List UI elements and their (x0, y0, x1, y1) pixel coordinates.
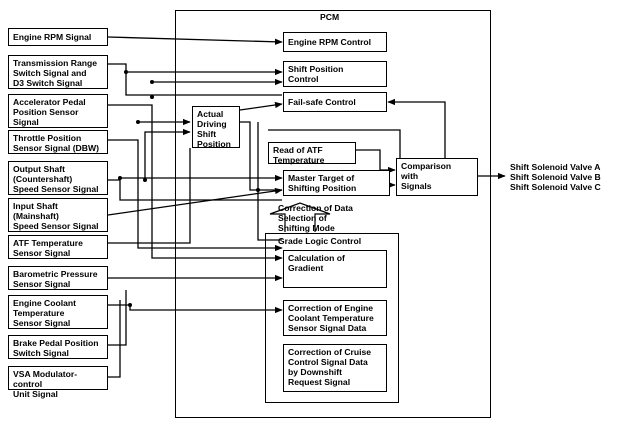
correction-of-data-label: Correction of Data Selection of Shifting… (278, 203, 353, 233)
input-transmission-range-signal: Transmission Range Switch Signal and D3 … (8, 55, 108, 89)
shift-solenoid-valve-b: Shift Solenoid Valve B (510, 172, 601, 182)
input-atf-temperature-label: ATF Temperature Sensor Signal (13, 238, 83, 258)
input-output-shaft-signal: Output Shaft (Countershaft) Speed Sensor… (8, 161, 108, 195)
master-target-label: Master Target of Shifting Position (288, 173, 357, 193)
correction-engine-coolant-block: Correction of Engine Coolant Temperature… (283, 300, 387, 336)
input-barometric-pressure-signal: Barometric Pressure Sensor Signal (8, 266, 108, 290)
engine-rpm-control-block: Engine RPM Control (283, 32, 387, 52)
shift-position-control-block: Shift Position Control (283, 61, 387, 87)
input-output-shaft-label: Output Shaft (Countershaft) Speed Sensor… (13, 164, 99, 194)
input-brake-pedal-label: Brake Pedal Position Switch Signal (13, 338, 99, 358)
calculation-of-gradient-block: Calculation of Gradient (283, 250, 387, 288)
input-brake-pedal-signal: Brake Pedal Position Switch Signal (8, 335, 108, 359)
master-target-block: Master Target of Shifting Position (283, 170, 390, 196)
input-barometric-pressure-label: Barometric Pressure Sensor Signal (13, 269, 98, 289)
input-accelerator-pedal-label: Accelerator Pedal Position Sensor Signal (13, 97, 86, 127)
input-throttle-position-label: Throttle Position Sensor Signal (DBW) (13, 133, 99, 153)
input-engine-coolant-signal: Engine Coolant Temperature Sensor Signal (8, 295, 108, 329)
input-engine-coolant-label: Engine Coolant Temperature Sensor Signal (13, 298, 77, 328)
shift-solenoid-valve-a: Shift Solenoid Valve A (510, 162, 601, 172)
actual-driving-shift-position-label: Actual Driving Shift Position (197, 109, 231, 149)
shift-position-control-label: Shift Position Control (288, 64, 344, 84)
pcm-label: PCM (320, 12, 340, 22)
input-engine-rpm-label: Engine RPM Signal (13, 32, 92, 42)
input-atf-temperature-signal: ATF Temperature Sensor Signal (8, 235, 108, 259)
comparison-with-signals-block: Comparison with Signals (396, 158, 478, 196)
correction-engine-coolant-label: Correction of Engine Coolant Temperature… (288, 303, 374, 333)
correction-cruise-control-block: Correction of Cruise Control Signal Data… (283, 344, 387, 392)
input-throttle-position-signal: Throttle Position Sensor Signal (DBW) (8, 130, 108, 154)
read-atf-temperature-label: Read of ATF Temperature (273, 145, 325, 165)
comparison-with-signals-label: Comparison with Signals (401, 161, 452, 191)
read-atf-temperature-block: Read of ATF Temperature (268, 142, 356, 165)
calculation-of-gradient-label: Calculation of Gradient (288, 253, 345, 273)
input-engine-rpm-signal: Engine RPM Signal (8, 28, 108, 46)
input-input-shaft-label: Input Shaft (Mainshaft) Speed Sensor Sig… (13, 201, 99, 231)
grade-logic-control-label: Grade Logic Control (278, 236, 362, 246)
correction-cruise-control-label: Correction of Cruise Control Signal Data… (288, 347, 372, 387)
fail-safe-control-label: Fail-safe Control (288, 97, 356, 107)
input-accelerator-pedal-signal: Accelerator Pedal Position Sensor Signal (8, 94, 108, 128)
input-transmission-range-label: Transmission Range Switch Signal and D3 … (13, 58, 98, 88)
shift-solenoid-valve-c: Shift Solenoid Valve C (510, 182, 601, 192)
grade-logic-control-frame (265, 233, 399, 403)
actual-driving-shift-position-block: Actual Driving Shift Position (192, 106, 240, 149)
pcm-frame (175, 10, 491, 418)
input-vsa-modulator-label: VSA Modulator-control Unit Signal (13, 369, 78, 399)
input-vsa-modulator-signal: VSA Modulator-control Unit Signal (8, 366, 108, 399)
fail-safe-control-block: Fail-safe Control (283, 92, 387, 112)
input-input-shaft-signal: Input Shaft (Mainshaft) Speed Sensor Sig… (8, 198, 108, 232)
engine-rpm-control-label: Engine RPM Control (288, 37, 372, 47)
